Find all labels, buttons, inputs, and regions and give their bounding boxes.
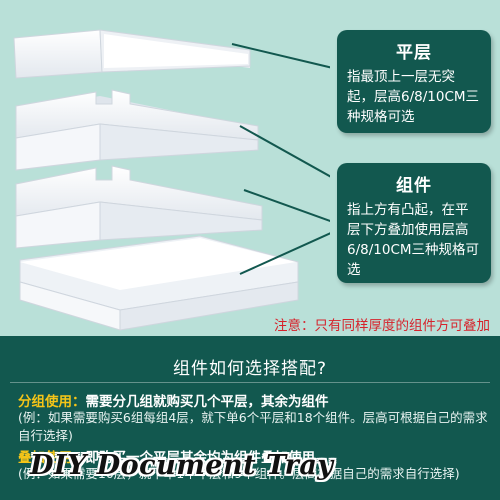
stack-use-heading: 叠加使用：即购买一个平层其余均为组件叠加使用 — [18, 446, 315, 466]
stacked-trays-illustration — [13, 29, 330, 331]
pointer-line-stack-1 — [239, 125, 330, 178]
guide-panel: 组件如何选择搭配? 分组使用：需要分几组就购买几个平层，其余为组件 (例：如果需… — [0, 336, 500, 500]
flat-layer-desc: 指最顶上一层无突起，层高6/8/10CM三种规格可选 — [347, 69, 480, 125]
pointer-line-flat — [231, 43, 330, 69]
component-desc: 指上方有凸起，在平层下方叠加使用层高6/8/10CM三种规格可选 — [347, 202, 480, 278]
component-title: 组件 — [396, 176, 432, 196]
guide-divider — [10, 382, 490, 383]
stack-use-headline: 即购买一个平层其余均为组件叠加使用 — [85, 450, 316, 466]
flat-layer-title: 平层 — [396, 43, 432, 63]
stack-tray-2 — [15, 165, 263, 249]
pointer-line-stack-2 — [243, 189, 330, 222]
stack-use-detail: (例：如果需要10层，就下单1个平层和9个组件。层高根据自己的需求自行选择) — [18, 466, 460, 481]
group-use-headline: 需要分几组就购买几个平层，其余为组件 — [85, 394, 329, 410]
pointer-line-stack-3 — [239, 232, 330, 275]
flat-tray — [13, 29, 251, 79]
overlay-caption: DIY Document Tray — [30, 450, 334, 481]
flat-layer-callout: 平层 指最顶上一层无突起，层高6/8/10CM三种规格可选 — [337, 30, 491, 133]
group-use-key: 分组使用： — [18, 394, 86, 410]
stack-tray-1 — [15, 89, 259, 171]
stack-use-key: 叠加使用： — [18, 450, 86, 466]
component-callout: 组件 指上方有凸起，在平层下方叠加使用层高6/8/10CM三种规格可选 — [337, 163, 491, 283]
stacking-note: 注意：只有同样厚度的组件方可叠加 — [274, 318, 490, 334]
guide-title: 组件如何选择搭配? — [172, 359, 328, 379]
group-use-heading: 分组使用：需要分几组就购买几个平层，其余为组件 — [18, 390, 329, 410]
group-use-detail: (例：如果需要购买6组每组4层，就下单6个平层和18个组件。层高可根据自己的需求… — [18, 410, 488, 443]
stack-tray-3 — [19, 235, 299, 331]
